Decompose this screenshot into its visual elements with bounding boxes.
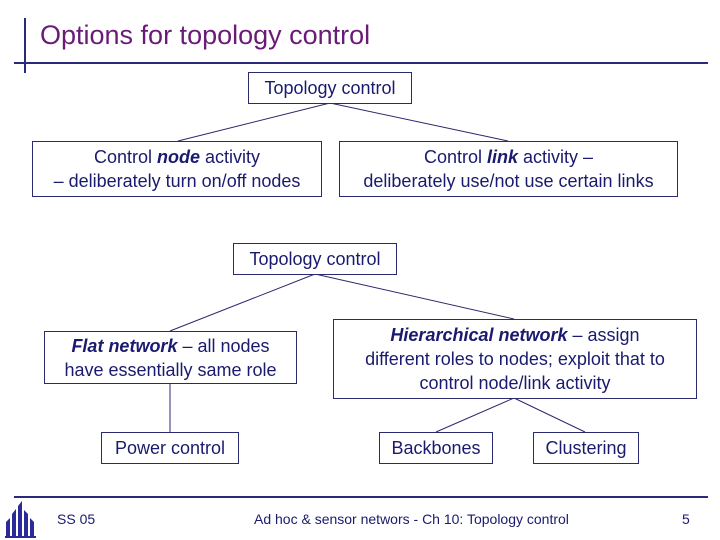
hierarchical-network-suffix: – assign <box>567 325 640 345</box>
hierarchical-network-line2: different roles to nodes; exploit that t… <box>365 349 665 369</box>
clustering-box: Clustering <box>533 432 639 464</box>
flat-network-box: Flat network – all nodes have essentiall… <box>44 331 297 384</box>
link-box-prefix: Control <box>423 147 487 167</box>
connector-root2-hier <box>314 273 515 320</box>
footer-course-title: Ad hoc & sensor networs - Ch 10: Topolog… <box>254 511 569 527</box>
node-box-emphasis: node <box>157 147 200 167</box>
slide-title: Options for topology control <box>40 20 371 50</box>
node-box-prefix: Control <box>93 147 157 167</box>
university-logo-icon <box>5 501 36 538</box>
connector-root1-node <box>177 102 331 142</box>
control-node-activity-box: Control node activity – deliberately tur… <box>32 141 322 197</box>
power-control-box: Power control <box>101 432 239 464</box>
footer-rule <box>14 496 708 498</box>
hierarchical-network-emphasis: Hierarchical network <box>390 325 568 345</box>
control-link-activity-box: Control link activity – deliberately use… <box>339 141 678 197</box>
hierarchical-network-line3: control node/link activity <box>419 373 611 393</box>
footer-page-number: 5 <box>682 511 690 527</box>
power-control-label: Power control <box>114 438 226 458</box>
topology-control-root-2-label: Topology control <box>249 249 381 269</box>
connector-root2-flat <box>169 273 316 332</box>
flat-network-suffix: – all nodes <box>177 335 270 356</box>
flat-network-emphasis: Flat network <box>71 335 178 356</box>
backbones-box: Backbones <box>379 432 493 464</box>
topology-control-root-1: Topology control <box>248 72 412 104</box>
backbones-label: Backbones <box>391 438 481 458</box>
link-box-suffix: activity – <box>518 147 594 167</box>
topology-control-root-1-label: Topology control <box>264 78 396 98</box>
topology-control-root-2: Topology control <box>233 243 397 275</box>
connector-hier-backbones <box>435 397 515 433</box>
node-box-suffix: activity <box>200 147 261 167</box>
header-vertical-rule <box>24 18 26 73</box>
header-horizontal-rule <box>14 62 708 64</box>
connector-hier-clustering <box>513 397 586 433</box>
link-box-emphasis: link <box>486 147 518 167</box>
footer-term: SS 05 <box>57 511 96 527</box>
link-box-line2: deliberately use/not use certain links <box>363 171 654 191</box>
node-box-line2: – deliberately turn on/off nodes <box>53 171 301 191</box>
hierarchical-network-box: Hierarchical network – assign different … <box>333 319 697 399</box>
flat-network-line2: have essentially same role <box>64 359 277 380</box>
connector-root1-link <box>329 102 509 142</box>
clustering-label: Clustering <box>545 438 627 458</box>
